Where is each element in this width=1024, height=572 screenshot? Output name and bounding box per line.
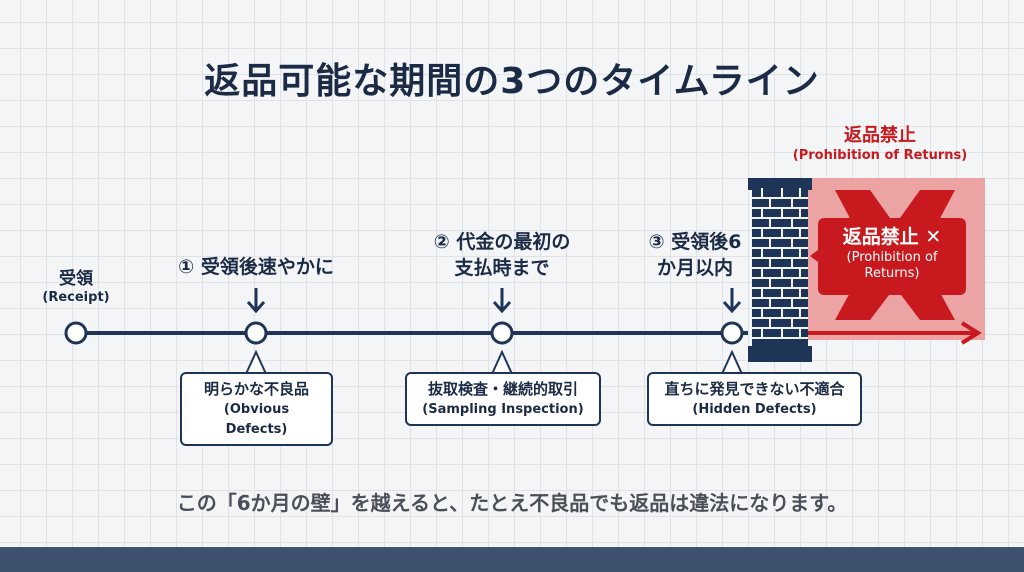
down-arrows — [246, 288, 742, 314]
milestone-1-heading: ① 受領後速やかに — [178, 256, 334, 278]
callout-pointers — [244, 349, 744, 375]
arrow-head-icon — [960, 321, 982, 345]
timeline-nodes — [64, 321, 744, 345]
callout-hidden-defects: 直ちに発見できない不適合(Hidden Defects) — [647, 372, 862, 426]
callout-obvious-defects: 明らかな不良品(Obvious Defects) — [180, 372, 333, 446]
start-label: 受領 (Receipt) — [42, 269, 110, 305]
wall-icon — [748, 178, 812, 362]
milestone-2-heading: ② 代金の最初の支払時まで — [433, 231, 571, 279]
prohibition-inner-label: 返品禁止 ✕ (Prohibition of Returns) — [842, 226, 942, 281]
prohibition-heading: 返品禁止 (Prohibition of Returns) — [792, 125, 968, 163]
page-title: 返品可能な期間の3つのタイムライン — [204, 61, 820, 102]
callout-sampling-inspection: 抜取検査・継続的取引(Sampling Inspection) — [405, 372, 601, 426]
footer-note: この「6か月の壁」を越えると、たとえ不良品でも返品は違法になります。 — [176, 491, 848, 515]
bottom-bar — [0, 547, 1024, 572]
